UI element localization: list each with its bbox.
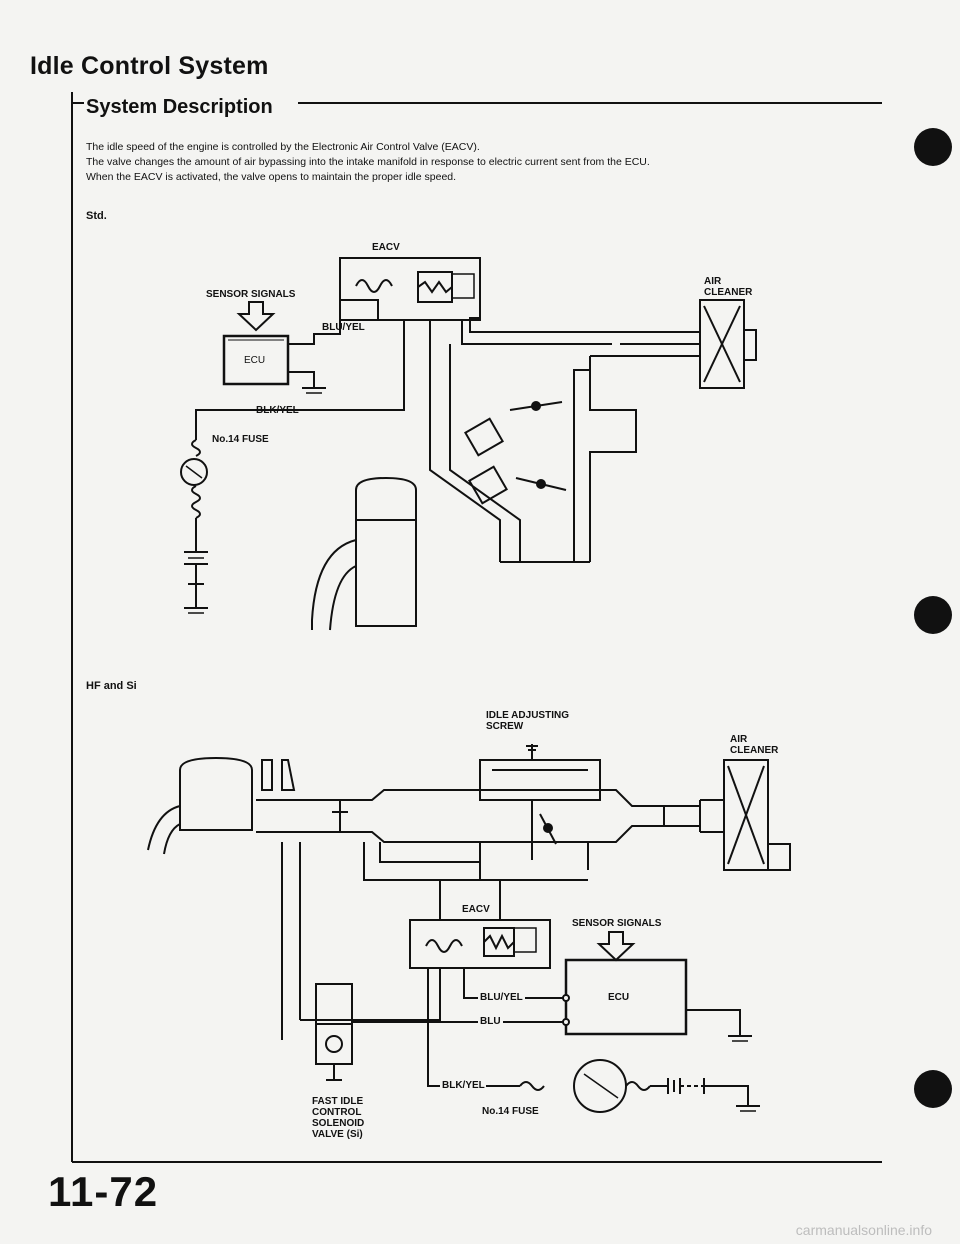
page-number: 11-72 [48,1168,159,1215]
hf-blk-yel-label: BLK/YEL [442,1080,485,1091]
std-ecu-label: ECU [244,355,266,366]
std-air-cleaner-line-2: CLEANER [704,287,753,298]
hf-fast-idle-line-1: FAST IDLE [312,1096,364,1107]
watermark: carmanualsonline.info [795,1222,932,1238]
section-subtitle: System Description [86,96,273,118]
std-blk-yel-label: BLK/YEL [256,405,299,416]
hf-eacv-label: EACV [462,904,490,915]
std-fuse-label: No.14 FUSE [212,434,269,445]
hf-ecu-label: ECU [608,992,630,1003]
std-sensor-signals-label: SENSOR SIGNALS [206,289,296,300]
hf-sensor-signals-label: SENSOR SIGNALS [572,918,662,929]
hf-blu-label: BLU [478,1016,503,1027]
std-air-cleaner-label: AIR CLEANER [704,276,752,298]
hf-air-cleaner-line-2: CLEANER [730,745,779,756]
description-line: When the EACV is activated, the valve op… [86,171,457,183]
std-air-cleaner-line-1: AIR [704,276,722,287]
page-title: Idle Control System [30,52,269,80]
hf-fast-idle-line-4: VALVE (Si) [312,1129,363,1140]
std-eacv-label: EACV [372,242,400,253]
binder-hole-icon [914,128,952,166]
std-section-label: Std. [86,210,107,222]
hf-blu-yel-label: BLU/YEL [478,992,525,1003]
description-line: The idle speed of the engine is controll… [86,141,480,153]
hf-idle-screw-line-2: SCREW [486,721,524,732]
hf-air-cleaner-label: AIR CLEANER [730,734,778,756]
hf-fuse-label: No.14 FUSE [482,1106,539,1117]
std-blu-yel-label: BLU/YEL [322,322,365,333]
hf-section-label: HF and Si [86,680,137,692]
binder-hole-icon [914,596,952,634]
description-block: The idle speed of the engine is controll… [86,140,856,185]
description-line: The valve changes the amount of air bypa… [86,156,650,168]
hf-air-cleaner-line-1: AIR [730,734,748,745]
hf-fast-idle-valve-label: FAST IDLE CONTROL SOLENOID VALVE (Si) [312,1096,364,1140]
binder-hole-icon [914,1070,952,1108]
hf-fast-idle-line-3: SOLENOID [312,1118,365,1129]
hf-idle-screw-line-1: IDLE ADJUSTING [486,710,569,721]
hf-fast-idle-line-2: CONTROL [312,1107,362,1118]
hf-idle-screw-label: IDLE ADJUSTING SCREW [486,710,569,732]
